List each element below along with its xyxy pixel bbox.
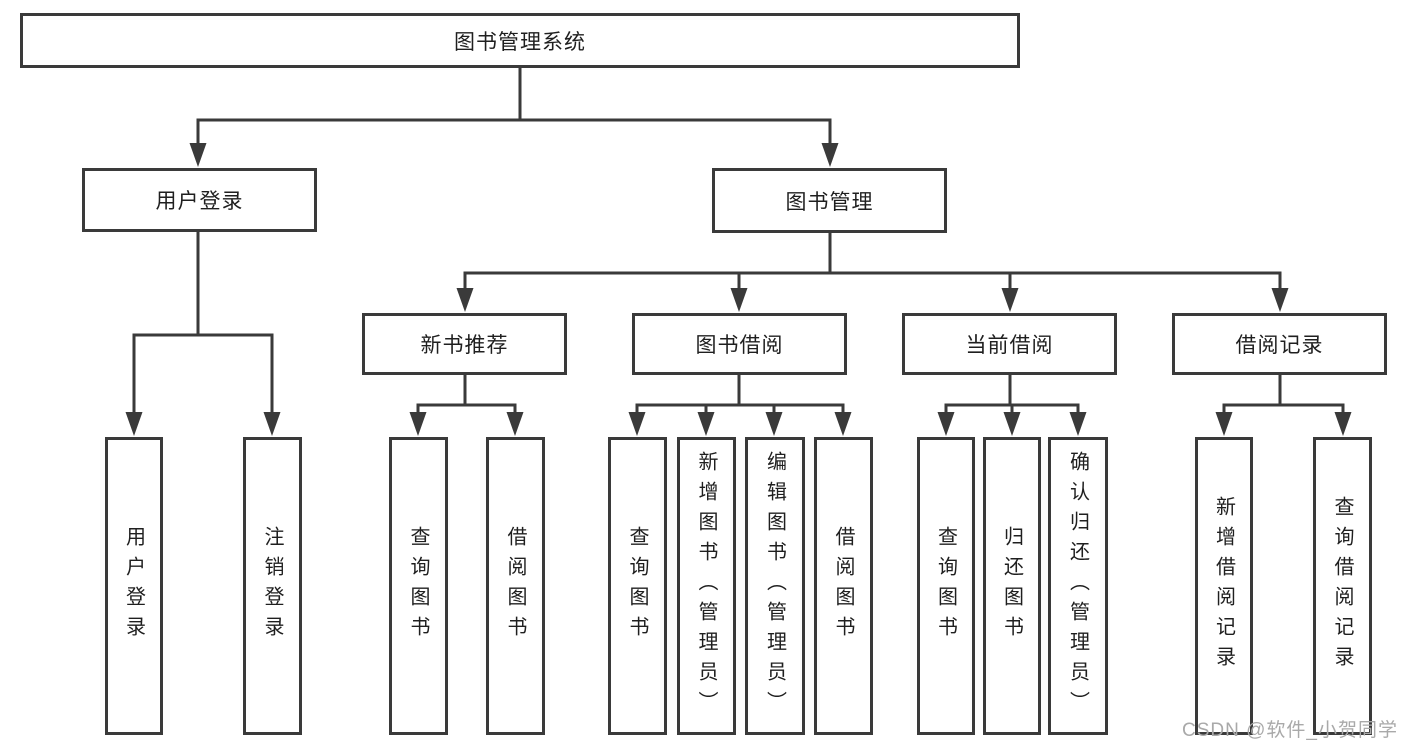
node-new-book-recommend: 新书推荐 bbox=[362, 313, 567, 375]
node-borrow-records: 借阅记录 bbox=[1172, 313, 1387, 375]
leaf-cb-return-books: 归还图书 bbox=[983, 437, 1041, 735]
leaf-nb-borrow-books: 借阅图书 bbox=[486, 437, 545, 735]
watermark: CSDN @软件_小贺同学 bbox=[1182, 720, 1398, 741]
connector-current-group bbox=[937, 375, 1087, 436]
connector-book-to-level3 bbox=[456, 233, 1289, 312]
connector-borrow-group bbox=[628, 375, 852, 436]
leaf-nb-query-books: 查询图书 bbox=[389, 437, 448, 735]
node-root: 图书管理系统 bbox=[20, 13, 1020, 68]
leaf-br-add-record: 新增借阅记录 bbox=[1195, 437, 1253, 735]
leaf-bb-edit-books-admin: 编辑图书（管理员） bbox=[745, 437, 805, 735]
leaf-bb-query-books: 查询图书 bbox=[608, 437, 667, 735]
node-current-borrow: 当前借阅 bbox=[902, 313, 1117, 375]
node-book-management: 图书管理 bbox=[712, 168, 947, 233]
leaf-user-login: 用户登录 bbox=[105, 437, 163, 735]
leaf-bb-borrow-books: 借阅图书 bbox=[814, 437, 873, 735]
leaf-cb-query-books: 查询图书 bbox=[917, 437, 975, 735]
connector-root-to-level2 bbox=[189, 67, 839, 167]
connector-user-to-leaves bbox=[125, 232, 281, 436]
leaf-bb-add-books-admin: 新增图书（管理员） bbox=[677, 437, 736, 735]
node-book-borrow: 图书借阅 bbox=[632, 313, 847, 375]
node-user-login: 用户登录 bbox=[82, 168, 317, 232]
leaf-br-query-record: 查询借阅记录 bbox=[1313, 437, 1372, 735]
leaf-logout: 注销登录 bbox=[243, 437, 302, 735]
connector-records-group bbox=[1215, 375, 1352, 436]
leaf-cb-confirm-return-admin: 确认归还（管理员） bbox=[1048, 437, 1108, 735]
connector-newbook-group bbox=[409, 375, 524, 436]
